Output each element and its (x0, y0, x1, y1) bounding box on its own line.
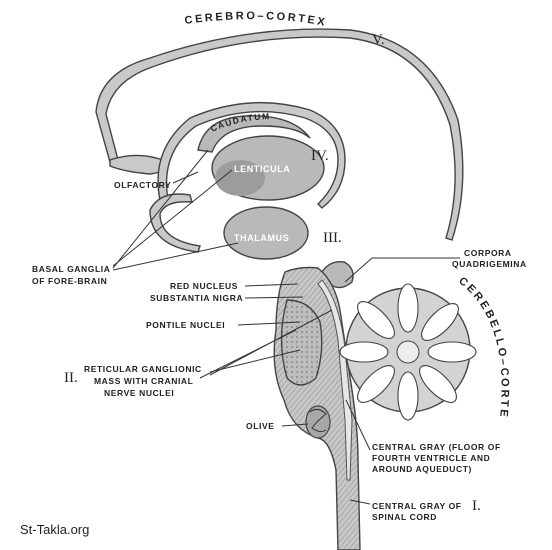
basal-ganglia-label-line2: OF FORE-BRAIN (32, 276, 107, 286)
corpora-label-line1: CORPORA (464, 248, 512, 258)
olive-label: OLIVE (246, 421, 275, 431)
central-gray-aqueduct (317, 279, 353, 481)
substantia-nigra-label: SUBSTANTIA NIGRA (150, 293, 243, 303)
thalamus-label: THALAMUS (234, 233, 289, 243)
spinal-cord-label-line1: CENTRAL GRAY OF (372, 501, 462, 511)
internal-capsule-band (149, 193, 201, 253)
cerebro-cortex-band (95, 28, 464, 241)
cerebro-cortex-label: CEREBRO–CORTEX (184, 10, 328, 29)
leader-lines (112, 149, 460, 505)
roman-numeral-iii: III. (323, 230, 342, 246)
fornix-arch (157, 101, 346, 209)
central-gray-label-line3: AROUND AQUEDUCT) (372, 464, 472, 474)
lenticula-shadow (215, 160, 265, 196)
roman-numeral-ii: II. (64, 370, 78, 386)
central-gray-label-line2: FOURTH VENTRICLE AND (372, 453, 490, 463)
cerebellum-core (396, 340, 420, 364)
red-nucleus-label: RED NUCLEUS (170, 281, 238, 291)
spinal-cord-label-line2: SPINAL CORD (372, 512, 437, 522)
roman-numeral-iv: IV. (311, 148, 329, 164)
roman-numeral-i: I. (472, 498, 481, 514)
reticular-label-line3: NERVE NUCLEI (104, 388, 174, 398)
olfactory-label: OLFACTORY (114, 180, 171, 190)
pontile-nuclei-label: PONTILE NUCLEI (146, 320, 225, 330)
olive-nucleus (305, 405, 331, 439)
lenticula-label: LENTICULA (234, 164, 290, 174)
basal-ganglia-label-line1: BASAL GANGLIA (32, 264, 110, 274)
cerebellum-folia (339, 283, 477, 421)
caudatum-nucleus (197, 115, 311, 153)
corpora-label-line2: QUADRIGEMINA (452, 259, 527, 269)
thalamus-body (223, 206, 309, 260)
roman-numeral-v: V. (372, 32, 385, 48)
olive-folds (309, 408, 327, 433)
central-gray-label-line1: CENTRAL GRAY (FLOOR OF (372, 442, 501, 452)
reticular-label-line2: MASS WITH CRANIAL (94, 376, 193, 386)
watermark: St-Takla.org (20, 522, 89, 537)
reticular-label-line1: RETICULAR GANGLIONIC (84, 364, 202, 374)
